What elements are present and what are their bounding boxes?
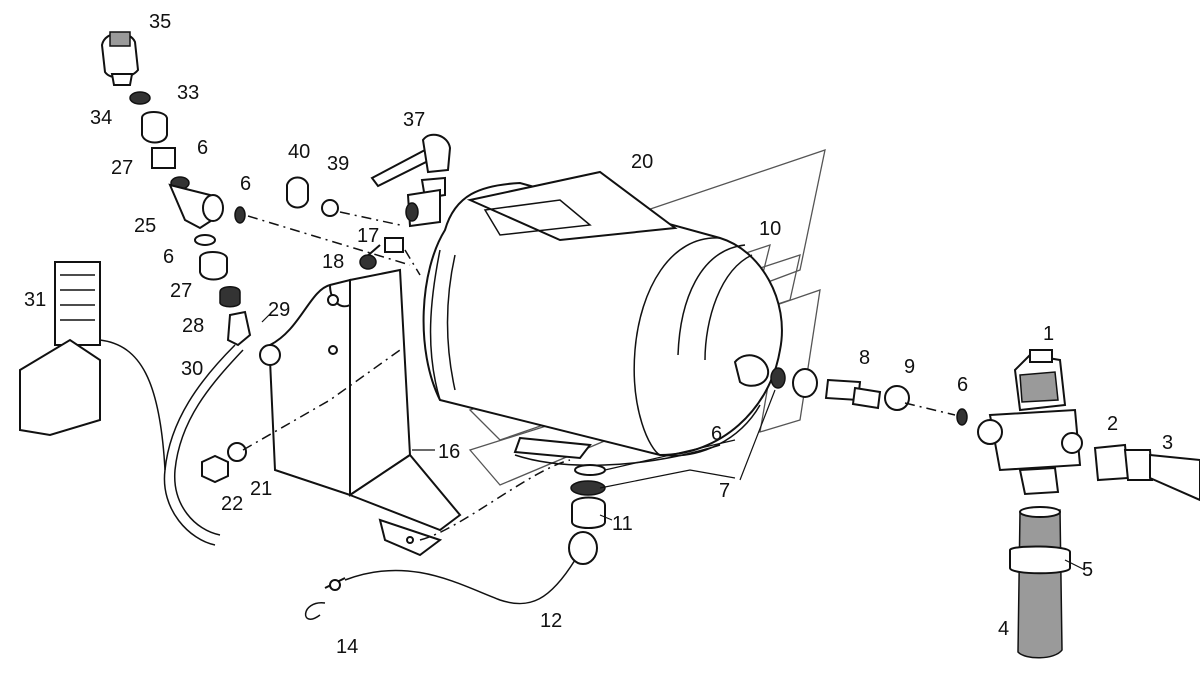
callout-29: 29 [268,299,290,321]
callout-9: 9 [904,356,915,378]
callout-39: 39 [327,153,349,175]
callout-37: 37 [403,109,425,131]
union-fittings [733,354,968,426]
mounting-bracket [259,268,462,557]
air-tank [422,181,783,457]
callout-4: 4 [998,618,1009,640]
callout-17: 17 [357,225,379,247]
plug-and-washer [286,176,339,217]
callout-6: 6 [711,423,722,445]
callout-27: 27 [111,157,133,179]
fitting-2-and-pipe-3 [1093,443,1200,502]
hose-4-and-clamp-5 [1009,506,1071,659]
callout-33: 33 [177,82,199,104]
callout-28: 28 [182,315,204,337]
callout-18: 18 [322,251,344,273]
callout-12: 12 [540,610,562,632]
electrical-connector [19,261,101,437]
callout-7: 7 [719,480,730,502]
callout-11: 11 [612,513,633,535]
callout-10: 10 [759,218,781,240]
callout-8: 8 [859,347,870,369]
callout-6: 6 [163,246,174,268]
callout-21: 21 [250,478,272,500]
callout-25: 25 [134,215,156,237]
leader-lines [261,311,1086,571]
assembly-lines [242,211,956,541]
callout-40: 40 [288,141,310,163]
callout-35: 35 [149,11,171,33]
callout-14: 14 [336,636,358,658]
callout-27: 27 [170,280,192,302]
bolt-and-washer [359,237,404,270]
drain-cock [568,464,606,565]
air-tap [370,133,452,228]
nut-and-washer [201,442,247,484]
callout-5: 5 [1082,559,1093,581]
connector-hose [99,339,244,546]
callout-31: 31 [24,289,46,311]
callout-2: 2 [1107,413,1118,435]
chain-and-ring [304,559,576,620]
tank-strap [429,170,721,466]
callout-6: 6 [240,173,251,195]
callout-20: 20 [631,151,653,173]
callout-1: 1 [1043,323,1054,345]
callout-6: 6 [197,137,208,159]
callout-30: 30 [181,358,203,380]
pressure-valve [977,349,1083,496]
gauge-sensor [100,31,252,347]
callout-labels: 1 2 3 4 5 6 6 6 6 6 7 8 9 10 11 12 14 16… [24,11,1173,658]
callout-3: 3 [1162,432,1173,454]
callout-6: 6 [957,374,968,396]
callout-34: 34 [90,107,112,129]
callout-22: 22 [221,493,243,515]
callout-16: 16 [438,441,460,463]
